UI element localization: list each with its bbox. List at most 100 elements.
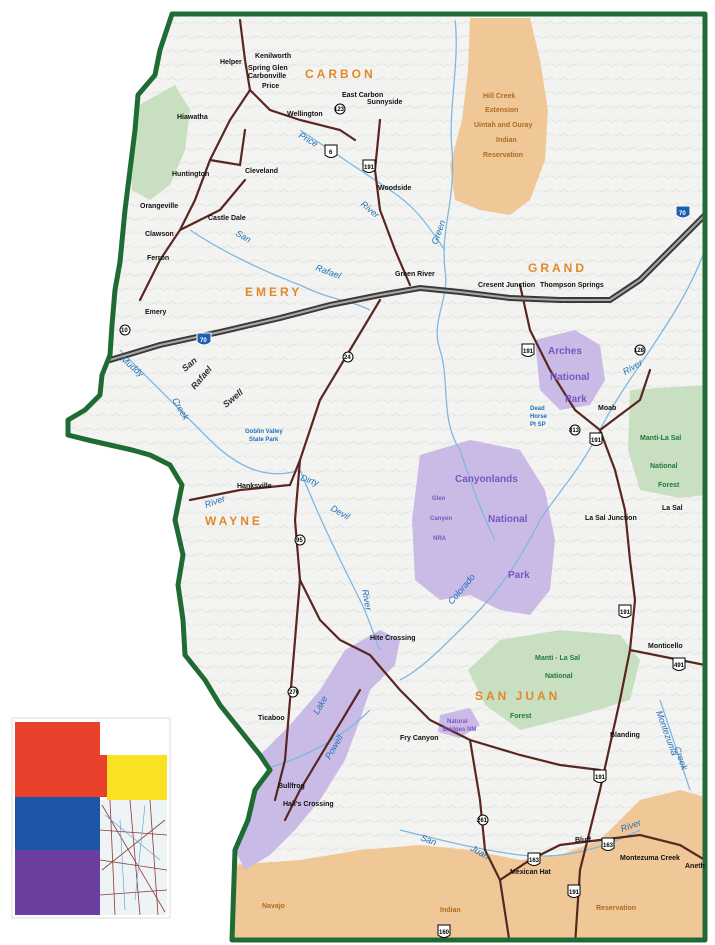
natural-bridges-label-2: Bridges NM [443,727,476,733]
shield-us491: 491 [672,657,686,671]
navajo-label-1: Navajo [262,903,285,910]
town-cleveland: Cleveland [245,168,278,175]
inset-region-blue [15,797,100,850]
shield-us191-moab: 191 [589,432,603,446]
town-sunnyside: Sunnyside [367,99,403,106]
town-castle-dale: Castle Dale [208,215,246,222]
glen-canyon-label-1: Glen [432,496,446,502]
arches-park-area [535,330,605,410]
river-dirty-devil-river-label: River [360,589,374,612]
canyonlands-park-area [412,440,555,615]
town-monticello: Monticello [648,643,683,650]
town-fry-canyon: Fry Canyon [400,735,439,742]
town-la-sal-junction: La Sal Junction [585,515,637,522]
shield-us191-mid: 191 [618,604,632,618]
forest-south-label-3: Forest [510,713,532,720]
town-huntington: Huntington [172,171,209,178]
forest-north-label-3: Forest [658,482,680,489]
inset-road-lines [99,799,168,916]
uintah-label-1: Hill Creek [483,93,515,100]
utah-locator-inset [11,717,171,919]
shield-sr261: 261 [477,814,489,826]
uintah-label-2: Extension [485,107,518,114]
shield-us191-south: 191 [593,769,607,783]
town-east-carbon: East Carbon [342,92,383,99]
inset-region-yellow [107,755,167,800]
park-labels: Arches National Park Canyonlands Nationa… [245,346,590,733]
canyonlands-label-3: Park [508,570,530,581]
svg-text:191: 191 [523,349,534,355]
reservation-labels: Hill Creek Extension Uintah and Ouray In… [262,93,636,914]
shield-sr123: 123 [334,103,346,115]
svg-text:313: 313 [569,428,580,434]
svg-text:6: 6 [329,150,333,156]
shield-us191-bluff: 191 [567,884,581,898]
town-clawson: Clawson [145,231,174,238]
town-hite-crossing: Hite Crossing [370,635,416,642]
svg-text:70: 70 [679,211,686,217]
svg-text:24: 24 [344,355,351,361]
uintah-label-3: Uintah and Ouray [474,122,532,129]
canyonlands-label-2: National [488,514,528,525]
town-moab: Moab [598,405,616,412]
svg-text:191: 191 [620,610,631,616]
forest-north-label-2: National [650,463,678,470]
town-thompson-springs: Thompson Springs [540,282,604,289]
svg-text:123: 123 [334,107,345,113]
svg-text:160: 160 [439,930,450,936]
town-wellington: Wellington [287,111,323,118]
glen-canyon-label-2: Canyon [430,516,452,522]
road-layer [138,18,705,940]
uintah-label-5: Reservation [483,152,523,159]
county-wayne: WAYNE [205,514,263,528]
forest-southeast [468,630,640,730]
dead-horse-label-1: Dead [530,406,545,412]
town-woodside: Woodside [378,185,411,192]
forest-labels: Manti-La Sal National Forest Manti - La … [510,435,681,720]
inset-region-red [15,722,107,797]
svg-text:491: 491 [674,663,685,669]
inset-region-purple [15,850,100,915]
town-hiawatha: Hiawatha [177,114,208,121]
town-ferron: Ferron [147,255,169,262]
svg-text:128: 128 [634,348,645,354]
forest-north-label-1: Manti-La Sal [640,435,681,442]
town-bluff: Bluff [575,837,592,844]
town-la-sal: La Sal [662,505,683,512]
forest-west [128,85,190,200]
dead-horse-label-3: Pt SP [530,422,546,428]
navajo-label-2: Indian [440,907,461,914]
arches-label-2: National [550,372,590,383]
shield-sr313: 313 [569,424,581,436]
svg-text:276: 276 [289,690,300,696]
town-mexican-hat: Mexican Hat [510,869,552,876]
svg-text:163: 163 [529,858,540,864]
forest-northeast [628,385,705,498]
town-green-river: Green River [395,271,435,278]
svg-text:163: 163 [603,843,614,849]
town-labels: Kenilworth Helper Spring Glen Carbonvill… [140,53,705,876]
town-ticaboo: Ticaboo [258,715,285,722]
town-kenilworth: Kenilworth [255,53,291,60]
goblin-valley-label-2: State Park [249,437,279,443]
county-grand: GRAND [528,261,587,275]
dead-horse-label-2: Horse [530,414,548,420]
canyonlands-label-1: Canyonlands [455,474,518,485]
town-halls-crossing: Hall's Crossing [283,801,334,808]
svg-text:70: 70 [200,338,207,344]
town-crescent-junction: Cresent Junction [478,282,535,289]
town-blanding: Blanding [610,732,640,739]
highway-shields: 70 70 6 191 191 191 191 191 [119,103,691,938]
town-carbonville: Carbonville [248,73,286,80]
navajo-label-3: Reservation [596,905,636,912]
town-aneth: Aneth [685,863,705,870]
svg-text:10: 10 [121,328,128,334]
town-montezuma-creek: Montezuma Creek [620,855,680,862]
shield-us191-arches: 191 [521,343,535,357]
forest-south-label-2: National [545,673,573,680]
shield-us6: 6 [324,144,338,158]
shield-us163: 163 [527,852,541,866]
county-san-juan: SAN JUAN [475,689,560,703]
